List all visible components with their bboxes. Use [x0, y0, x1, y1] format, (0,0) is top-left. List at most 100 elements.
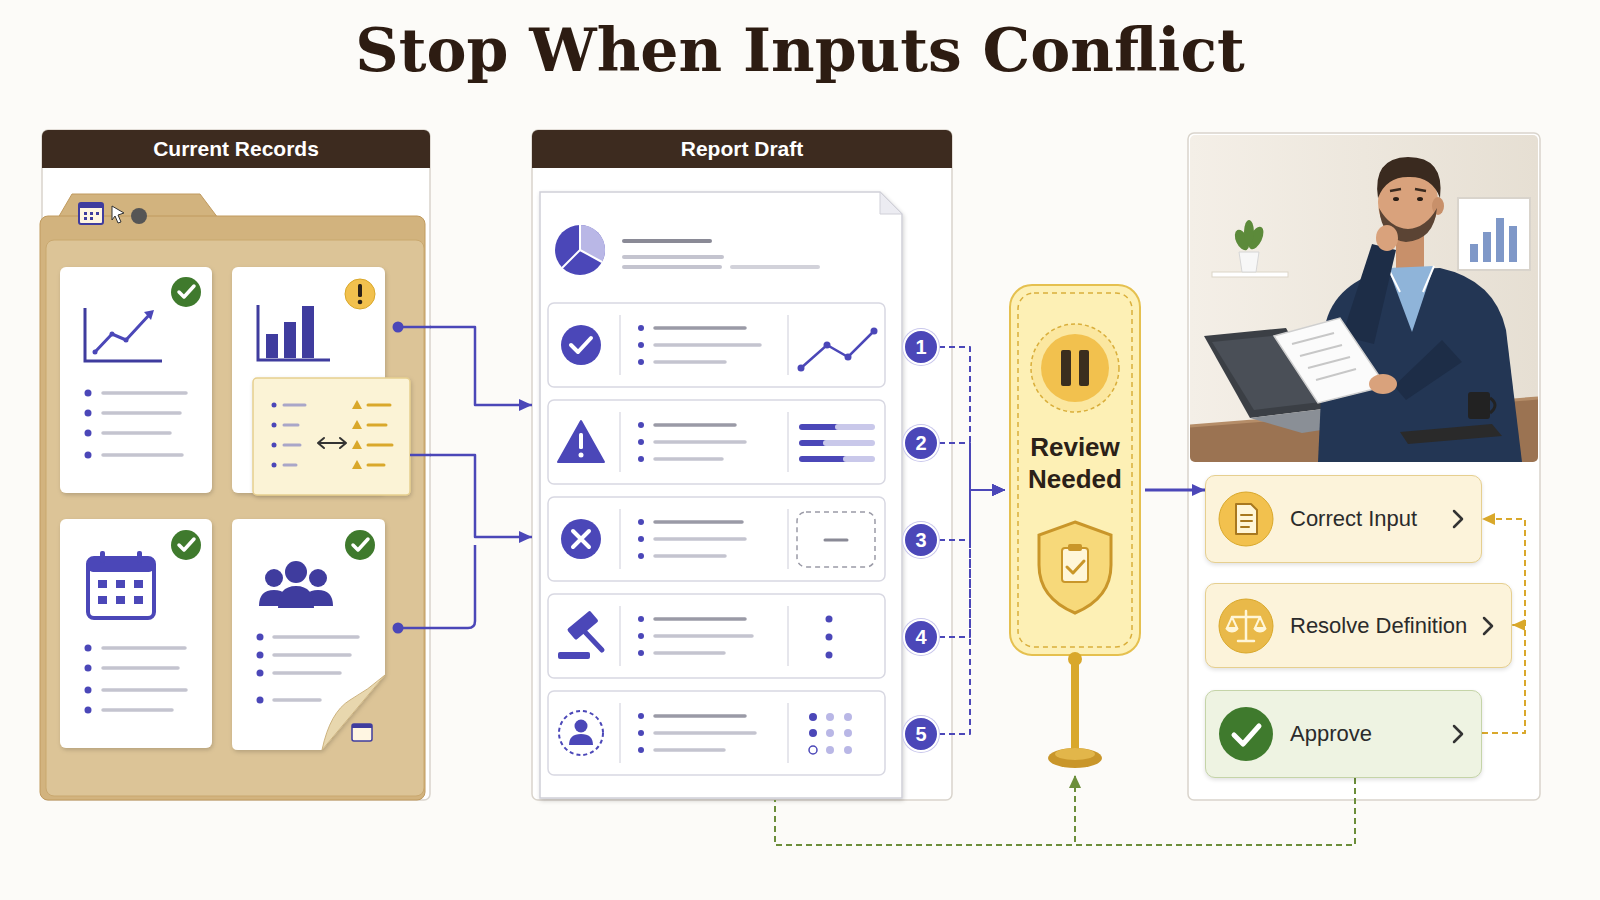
- record-card: [103, 393, 186, 455]
- record-card: [85, 452, 92, 459]
- row-detail: [826, 616, 833, 659]
- conflict-note: [272, 423, 277, 428]
- row-detail: [844, 713, 852, 721]
- record-card: [85, 645, 92, 714]
- record-card: [88, 558, 154, 618]
- record-card: [103, 666, 178, 670]
- conflict-note: [368, 405, 392, 465]
- report-row: [655, 457, 722, 461]
- conflict-note: [352, 460, 362, 469]
- record-card: [257, 634, 264, 704]
- report-row: [548, 400, 885, 484]
- report-row: [655, 731, 755, 735]
- record-card: [144, 310, 154, 320]
- report-row: [787, 412, 789, 472]
- report-row: [638, 325, 644, 331]
- record-card: [60, 519, 212, 748]
- conflict-note: [284, 424, 298, 427]
- review-sign: Review Needed: [1005, 280, 1145, 775]
- reviewer-photo: [1390, 189, 1426, 191]
- reviewer-photo: [1496, 218, 1504, 262]
- record-card: [345, 279, 375, 309]
- record-card: [134, 580, 143, 588]
- record-card: [302, 306, 314, 358]
- conflict-note: [352, 440, 362, 449]
- row-detail: [824, 342, 831, 349]
- report-row: [619, 703, 621, 763]
- row-detail: [826, 616, 833, 623]
- reviewer-photo: [1483, 232, 1491, 262]
- folder-illustration: [79, 203, 103, 208]
- button-icon: [1219, 707, 1273, 761]
- row-detail: [802, 456, 846, 462]
- button-icon: [1218, 706, 1274, 762]
- reviewer-photo: [1377, 157, 1440, 198]
- connector: [939, 490, 1005, 734]
- button-icon: [1241, 515, 1252, 527]
- row-detail: [826, 729, 834, 737]
- report-row: [638, 456, 644, 462]
- record-card: [266, 334, 278, 358]
- action-button: Approve: [1205, 690, 1482, 778]
- record-card: [352, 724, 372, 741]
- report-row: [548, 594, 885, 678]
- folder-illustration: [79, 203, 103, 224]
- row-detail: [809, 713, 852, 754]
- button-label: Resolve Definition: [1290, 613, 1467, 639]
- report-row: [655, 634, 752, 638]
- source-link: [398, 545, 475, 628]
- connector: [430, 455, 532, 537]
- row-detail: [845, 354, 852, 361]
- button-icon: [1219, 599, 1273, 653]
- report-row: [787, 606, 789, 666]
- report-row: [548, 691, 885, 775]
- row-detail: [826, 746, 834, 754]
- conflict-note: [284, 405, 305, 465]
- row-detail: [826, 634, 833, 641]
- conflict-note: [284, 464, 296, 467]
- folder-illustration: [46, 240, 424, 796]
- conflict-note: [352, 400, 362, 469]
- folder-illustration: [84, 212, 87, 215]
- report-row: [655, 328, 760, 750]
- callout-number-badge: 5: [903, 716, 939, 752]
- report-row: [655, 326, 745, 330]
- report-row: [787, 703, 789, 763]
- row-icon: [561, 325, 601, 365]
- row-detail: [838, 424, 872, 430]
- button-icon: [1227, 617, 1265, 628]
- callout-number: 2: [915, 433, 926, 453]
- row-detail: [798, 328, 878, 372]
- report-row: [638, 342, 644, 348]
- report-row: [655, 554, 725, 558]
- source-link: [398, 327, 475, 628]
- chevron-icon: [1454, 726, 1462, 742]
- callout-number: 5: [915, 724, 926, 744]
- conflict-note: [284, 444, 300, 447]
- record-card: [257, 652, 264, 659]
- record-card: [85, 308, 162, 361]
- conflict-note: [253, 378, 410, 495]
- row-detail: [825, 539, 847, 542]
- reviewer-photo: [1470, 218, 1517, 262]
- review-sign-shape: [1061, 350, 1071, 386]
- record-card: [278, 586, 314, 608]
- record-card: [353, 539, 368, 550]
- button-icon: [1226, 628, 1266, 632]
- row-detail: [802, 427, 872, 459]
- reviewer-photo: [1468, 392, 1490, 419]
- conflict-note: [272, 463, 277, 468]
- row-icon: [571, 338, 591, 352]
- record-card: [358, 284, 362, 297]
- callout-number: 3: [915, 530, 926, 550]
- chevron-icon: [1484, 618, 1492, 634]
- report-row: [620, 315, 788, 763]
- record-card: [274, 653, 350, 657]
- report-page: [624, 255, 722, 259]
- connector: [939, 490, 1005, 540]
- reviewer-photo: [1292, 333, 1334, 344]
- record-card: [352, 724, 372, 728]
- record-card: [103, 411, 180, 415]
- record-card: [103, 648, 186, 710]
